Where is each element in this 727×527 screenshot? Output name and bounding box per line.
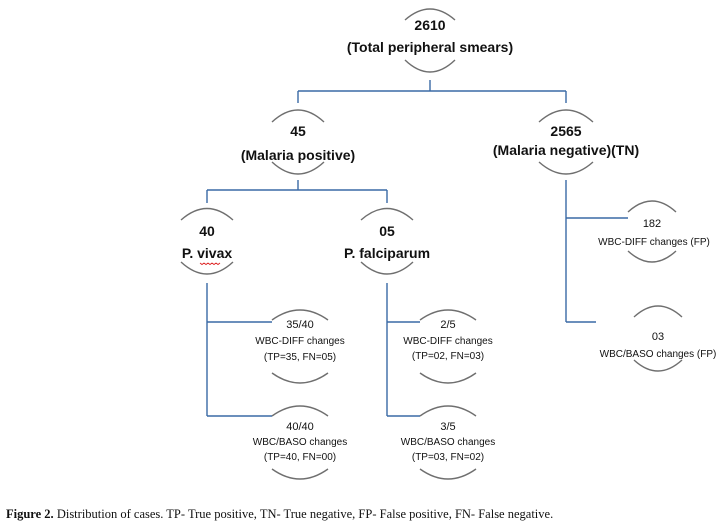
node-vivax-baso: 40/40 WBC/BASO changes (TP=40, FN=00) [253,405,347,480]
spellcheck-squiggle [199,262,221,266]
node-vivax-baso-detail: (TP=40, FN=00) [264,452,336,463]
node-falc-baso: 3/5 WBC/BASO changes (TP=03, FN=02) [401,405,495,480]
node-negative: 2565 (Malaria negative)(TN) [493,109,639,175]
node-fp-baso-value: 03 [652,331,664,343]
node-total-value: 2610 [414,17,445,33]
node-fp-baso: 03 WBC/BASO changes (FP) [600,305,717,372]
node-fp-baso-arc-top [633,305,683,318]
node-falc-baso-detail: (TP=03, FN=02) [412,452,484,463]
connector-vivax [206,283,272,417]
node-total-arc-top [404,8,456,21]
node-positive-arc-bottom [271,161,325,175]
node-positive-arc-top [271,109,325,123]
node-vivax-diff: 35/40 WBC-DIFF changes (TP=35, FN=05) [255,309,345,384]
connector-positive [206,180,388,203]
node-fp-baso-arc-bottom [633,359,683,372]
node-fp-diff: 182 WBC-DIFF changes (FP) [598,200,710,263]
figure-caption: Figure 2. Distribution of cases. TP- Tru… [6,507,721,522]
node-falc-baso-arc-top [419,405,477,417]
node-positive: 45 (Malaria positive) [241,109,355,175]
node-vivax-diff-value: 35/40 [286,319,314,331]
node-negative-label: (Malaria negative)(TN) [493,142,639,158]
node-negative-arc-top [538,109,594,123]
node-falc-diff: 2/5 WBC-DIFF changes (TP=02, FN=03) [403,309,493,384]
node-vivax-value: 40 [199,223,215,239]
connectors [206,80,628,417]
connector-root [297,80,567,103]
node-falc-diff-arc-top [419,309,477,321]
node-vivax-diff-detail: (TP=35, FN=05) [264,352,336,363]
node-vivax-arc-top [180,207,234,221]
node-fp-diff-value: 182 [643,218,661,230]
node-total: 2610 (Total peripheral smears) [347,8,513,73]
node-vivax-baso-label: WBC/BASO changes [253,437,347,448]
node-falc-diff-label: WBC-DIFF changes [403,336,492,347]
node-vivax-diff-label: WBC-DIFF changes [255,336,344,347]
node-falc-baso-arc-bottom [419,468,477,480]
node-negative-value: 2565 [550,123,581,139]
node-vivax-label: P. vivax [182,245,233,261]
node-vivax-baso-arc-top [271,405,329,417]
figure-caption-text: Distribution of cases. TP- True positive… [53,507,554,521]
node-vivax-arc-bottom [180,261,234,275]
node-vivax-diff-arc-bottom [271,372,329,384]
node-vivax-diff-arc-top [271,309,329,321]
node-total-arc-bottom [404,59,456,73]
node-positive-value: 45 [290,123,306,139]
node-vivax-baso-value: 40/40 [286,421,314,433]
node-falciparum-arc-bottom [360,261,414,275]
node-falc-baso-value: 3/5 [440,421,455,433]
connector-falciparum [386,283,420,417]
node-falc-baso-label: WBC/BASO changes [401,437,495,448]
node-falciparum-value: 05 [379,223,395,239]
node-total-label: (Total peripheral smears) [347,39,513,55]
node-falc-diff-arc-bottom [419,372,477,384]
node-fp-diff-arc-bottom [627,250,677,263]
node-vivax-baso-arc-bottom [271,468,329,480]
node-negative-arc-bottom [538,161,594,175]
node-falciparum-label: P. falciparum [344,245,430,261]
connector-negative [565,180,628,323]
node-falc-diff-detail: (TP=02, FN=03) [412,351,484,362]
node-fp-diff-arc-top [627,200,677,213]
node-fp-diff-label: WBC-DIFF changes (FP) [598,237,710,248]
node-positive-label: (Malaria positive) [241,147,355,163]
figure-caption-title: Figure 2. [6,507,54,521]
node-vivax: 40 P. vivax [180,207,234,275]
node-falciparum-arc-top [360,207,414,221]
node-falciparum: 05 P. falciparum [344,207,430,275]
node-fp-baso-label: WBC/BASO changes (FP) [600,349,717,360]
node-falc-diff-value: 2/5 [440,319,455,331]
